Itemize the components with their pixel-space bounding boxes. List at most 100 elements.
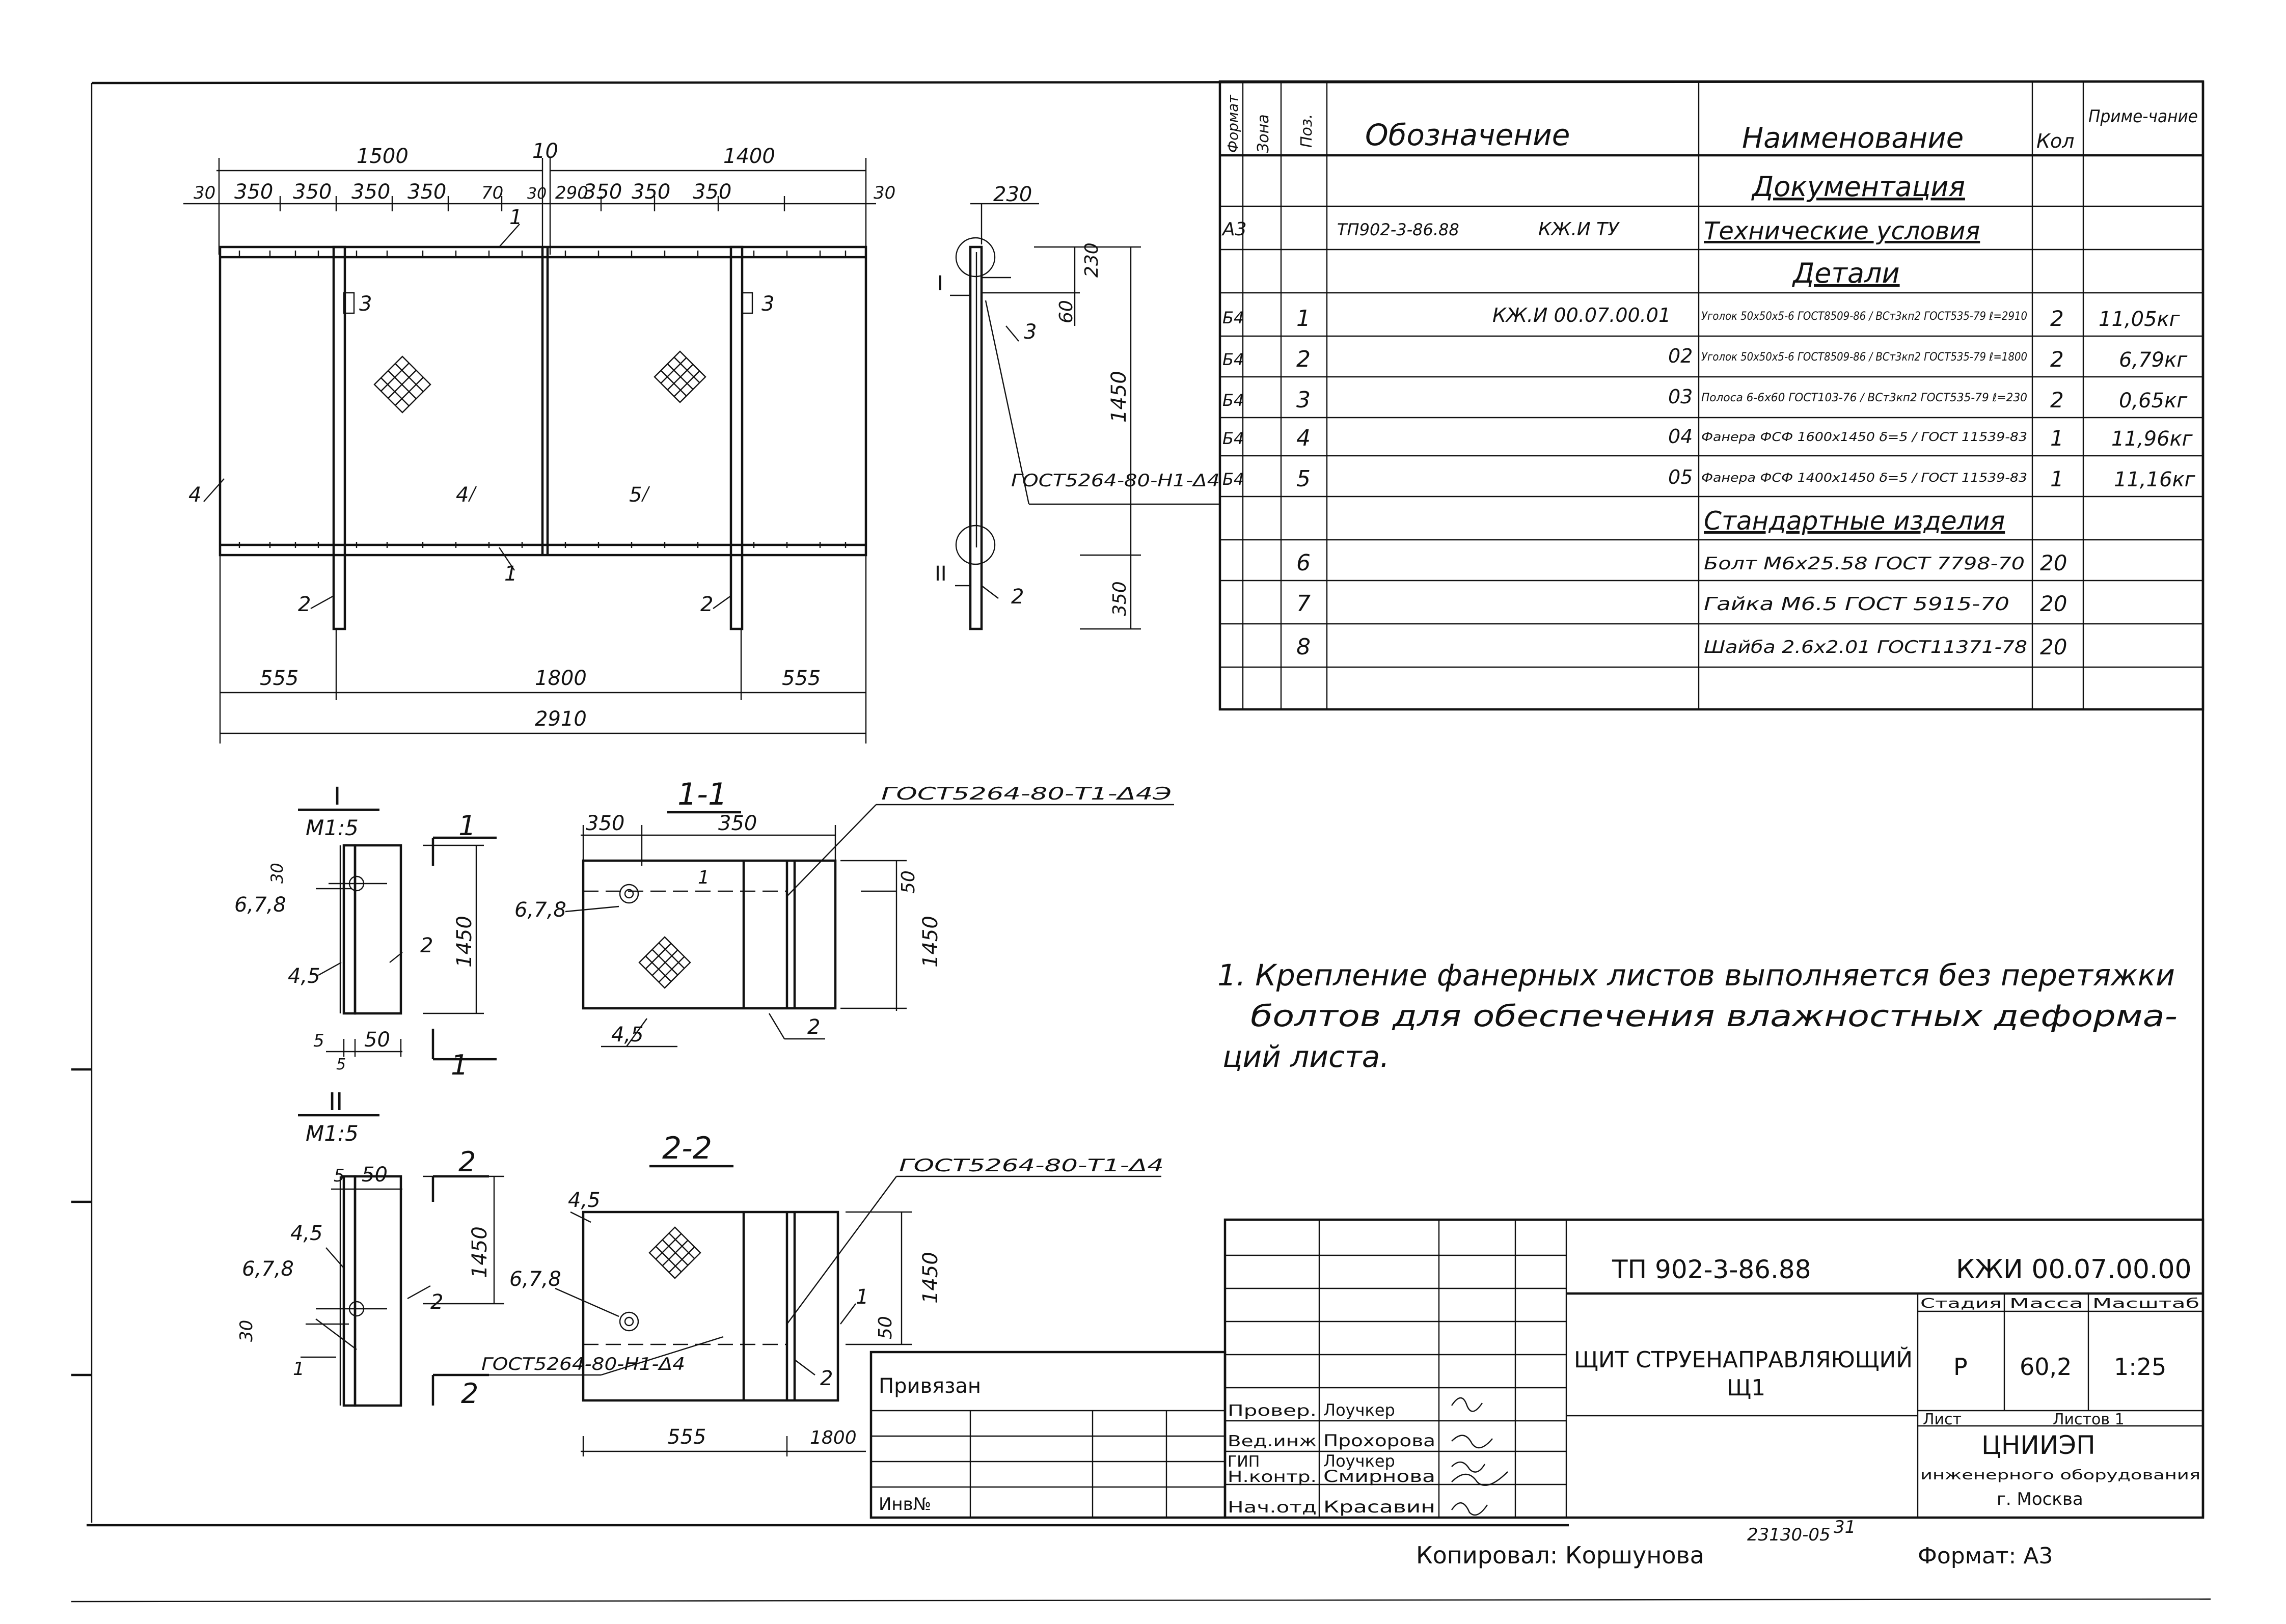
cell-format: Б4 xyxy=(1222,391,1244,410)
cell-qty: 2 xyxy=(2050,388,2064,412)
section-11-title: 1-1 xyxy=(677,777,727,812)
cell-format: Б4 xyxy=(1222,350,1244,369)
pos-label-4-mid: 4 xyxy=(456,483,469,507)
cell-name: Болт М6x25.58 ГОСТ 7798-70 xyxy=(1704,554,2025,574)
doc-name: Технические условия xyxy=(1704,217,1980,245)
stamp-sheets-label: Листов 1 xyxy=(2053,1411,2125,1428)
header-pos: Поз. xyxy=(1298,114,1316,148)
detail-row-3: Б4 3 03 Полоса 6-6x60 ГОСТ103-76 / ВСт3к… xyxy=(1222,386,2188,413)
cell-pos: 5 xyxy=(1296,466,1311,492)
section-11-label-2: 2 xyxy=(807,1015,820,1039)
cell-name: Гайка М6.5 ГОСТ 5915-70 xyxy=(1704,594,2009,615)
dim-30b: 290 xyxy=(555,183,588,203)
dim-230-top: 230 xyxy=(993,183,1032,206)
detail-II-cut-bottom: 2 xyxy=(461,1378,478,1410)
standard-row-8: 8 Шайба 2.6x2.01 ГОСТ11371-78 20 xyxy=(1296,634,2067,660)
role-lead-name: Прохорова xyxy=(1323,1431,1435,1450)
cell-designation: 02 xyxy=(1668,345,1693,367)
header-note: Приме-чание xyxy=(2088,106,2198,127)
section-docs: Документация xyxy=(1751,171,1965,203)
cell-format: Б4 xyxy=(1222,429,1244,448)
detail-I-dim-50: 50 xyxy=(364,1028,390,1052)
stamp-scale: 1:25 xyxy=(2114,1353,2166,1381)
pos-label-1-top: 1 xyxy=(509,206,522,229)
cell-qty: 2 xyxy=(2050,306,2064,331)
dim-290: 350 xyxy=(583,180,622,204)
detail-I-label-45: 4,5 xyxy=(288,965,320,988)
detail-II-cut-top: 2 xyxy=(458,1146,476,1178)
cell-qty: 1 xyxy=(2050,426,2064,451)
section-22-label-2: 2 xyxy=(820,1367,833,1390)
role-normcontrol: Н.контр. xyxy=(1228,1468,1317,1486)
dim-10: 10 xyxy=(532,140,558,163)
weld-note-side: ГОСТ5264-80-Н1-Δ4 xyxy=(1011,471,1220,491)
section-1-1: 1-1 350 350 50 1450 6,7,8 1 2 xyxy=(514,777,1174,1048)
cell-qty: 1 xyxy=(2050,466,2064,491)
section-22-label-45: 4,5 xyxy=(568,1189,601,1212)
section-22-dim-555: 555 xyxy=(667,1425,706,1449)
section-22-dim-1800: 1800 xyxy=(810,1427,857,1448)
dim-70: 30 xyxy=(527,185,547,203)
role-dept-name: Красавин xyxy=(1323,1497,1435,1517)
cell-designation: 04 xyxy=(1668,425,1693,448)
cell-note: 11,16кг xyxy=(2114,468,2196,491)
dim-350f: 350 xyxy=(632,180,670,204)
dim-1800: 1800 xyxy=(535,667,587,690)
section-11-hatch xyxy=(638,936,691,989)
cell-qty: 20 xyxy=(2040,635,2067,659)
cell-pos: 7 xyxy=(1296,591,1311,617)
cell-name: Шайба 2.6x2.01 ГОСТ11371-78 xyxy=(1704,637,2027,657)
doc-mark: КЖ.И ТУ xyxy=(1538,219,1620,240)
header-zone: Зона xyxy=(1255,114,1272,153)
detail-II-dim-1450: 1450 xyxy=(468,1226,492,1278)
header-qty: Кол xyxy=(2036,130,2075,152)
pos-label-2-side: 2 xyxy=(1011,585,1024,609)
cell-pos: 2 xyxy=(1296,346,1311,372)
section-22-hatch xyxy=(648,1226,701,1279)
role-checked-name: Лоучкер xyxy=(1323,1400,1395,1420)
footer: Копировал: Коршунова 23130-05 31 Формат:… xyxy=(1416,1517,2053,1569)
stamp-title-1: ЩИТ СТРУЕНАПРАВЛЯЮЩИЙ xyxy=(1574,1346,1913,1373)
section-11-weld: ГОСТ5264-80-Т1-Δ4Э xyxy=(881,784,1172,804)
callout-I: I xyxy=(937,272,943,295)
cell-designation: КЖ.И 00.07.00.01 xyxy=(1492,304,1671,326)
detail-I-dim-30: 30 xyxy=(267,863,287,884)
cell-note: 6,79кг xyxy=(2119,348,2188,372)
dim-1500: 1500 xyxy=(357,145,409,168)
detail-II-title: II xyxy=(329,1088,343,1116)
main-view: 1500 10 1400 30 350 350 350 350 70 30 29… xyxy=(183,140,895,744)
detail-II-dim-50: 50 xyxy=(362,1163,388,1187)
stamp-stage: Р xyxy=(1953,1353,1968,1381)
detail-II-label-1: 1 xyxy=(293,1359,305,1380)
detail-II-label-2: 2 xyxy=(430,1290,443,1314)
section-22-label-1: 1 xyxy=(856,1285,868,1309)
cell-pos: 4 xyxy=(1296,425,1311,451)
cell-name: Уголок 50x50x5-6 ГОСТ8509-86 / ВСт3кп2 Г… xyxy=(1701,310,2027,323)
detail-I-dim-5b: 5 xyxy=(336,1056,346,1074)
detail-I-label-678: 6,7,8 xyxy=(234,893,286,917)
pos-label-5: 5 xyxy=(629,483,642,507)
detail-row-1: Б4 1 КЖ.И 00.07.00.01 Уголок 50x50x5-6 Г… xyxy=(1222,304,2181,332)
cell-designation: 05 xyxy=(1668,466,1693,488)
standard-row-7: 7 Гайка М6.5 ГОСТ 5915-70 20 xyxy=(1296,591,2067,617)
plywood-hatch-right xyxy=(654,350,706,403)
cell-format: Б4 xyxy=(1222,470,1244,489)
role-checked: Провер. xyxy=(1228,1402,1317,1420)
general-note: 1. Крепление фанерных листов выполняется… xyxy=(1217,958,2178,1074)
spec-table: Формат Зона Поз. Обозначение Наименовани… xyxy=(1218,80,2205,711)
dim-350-side: 350 xyxy=(1109,581,1130,616)
cell-designation: 03 xyxy=(1668,386,1693,408)
detail-II-label-678: 6,7,8 xyxy=(242,1257,294,1281)
header-format: Формат xyxy=(1224,95,1241,153)
detail-I-scale: М1:5 xyxy=(306,815,359,840)
detail-I-dim-5a: 5 xyxy=(313,1031,324,1051)
dim-350b: 350 xyxy=(293,180,332,204)
footer-number: 23130-05 xyxy=(1747,1525,1831,1545)
pos-label-3-left: 3 xyxy=(359,292,372,316)
cell-pos: 1 xyxy=(1296,306,1311,332)
role-dept: Нач.отд xyxy=(1228,1499,1317,1517)
section-standard: Стандартные изделия xyxy=(1704,506,2005,536)
cell-name: Уголок 50x50x5-6 ГОСТ8509-86 / ВСт3кп2 Г… xyxy=(1701,351,2027,364)
stamp-mass-label: Масса xyxy=(2009,1296,2083,1311)
section-2-2: 2-2 4,5 6,7,8 1450 50 1 2 555 1800 xyxy=(479,1131,1164,1456)
